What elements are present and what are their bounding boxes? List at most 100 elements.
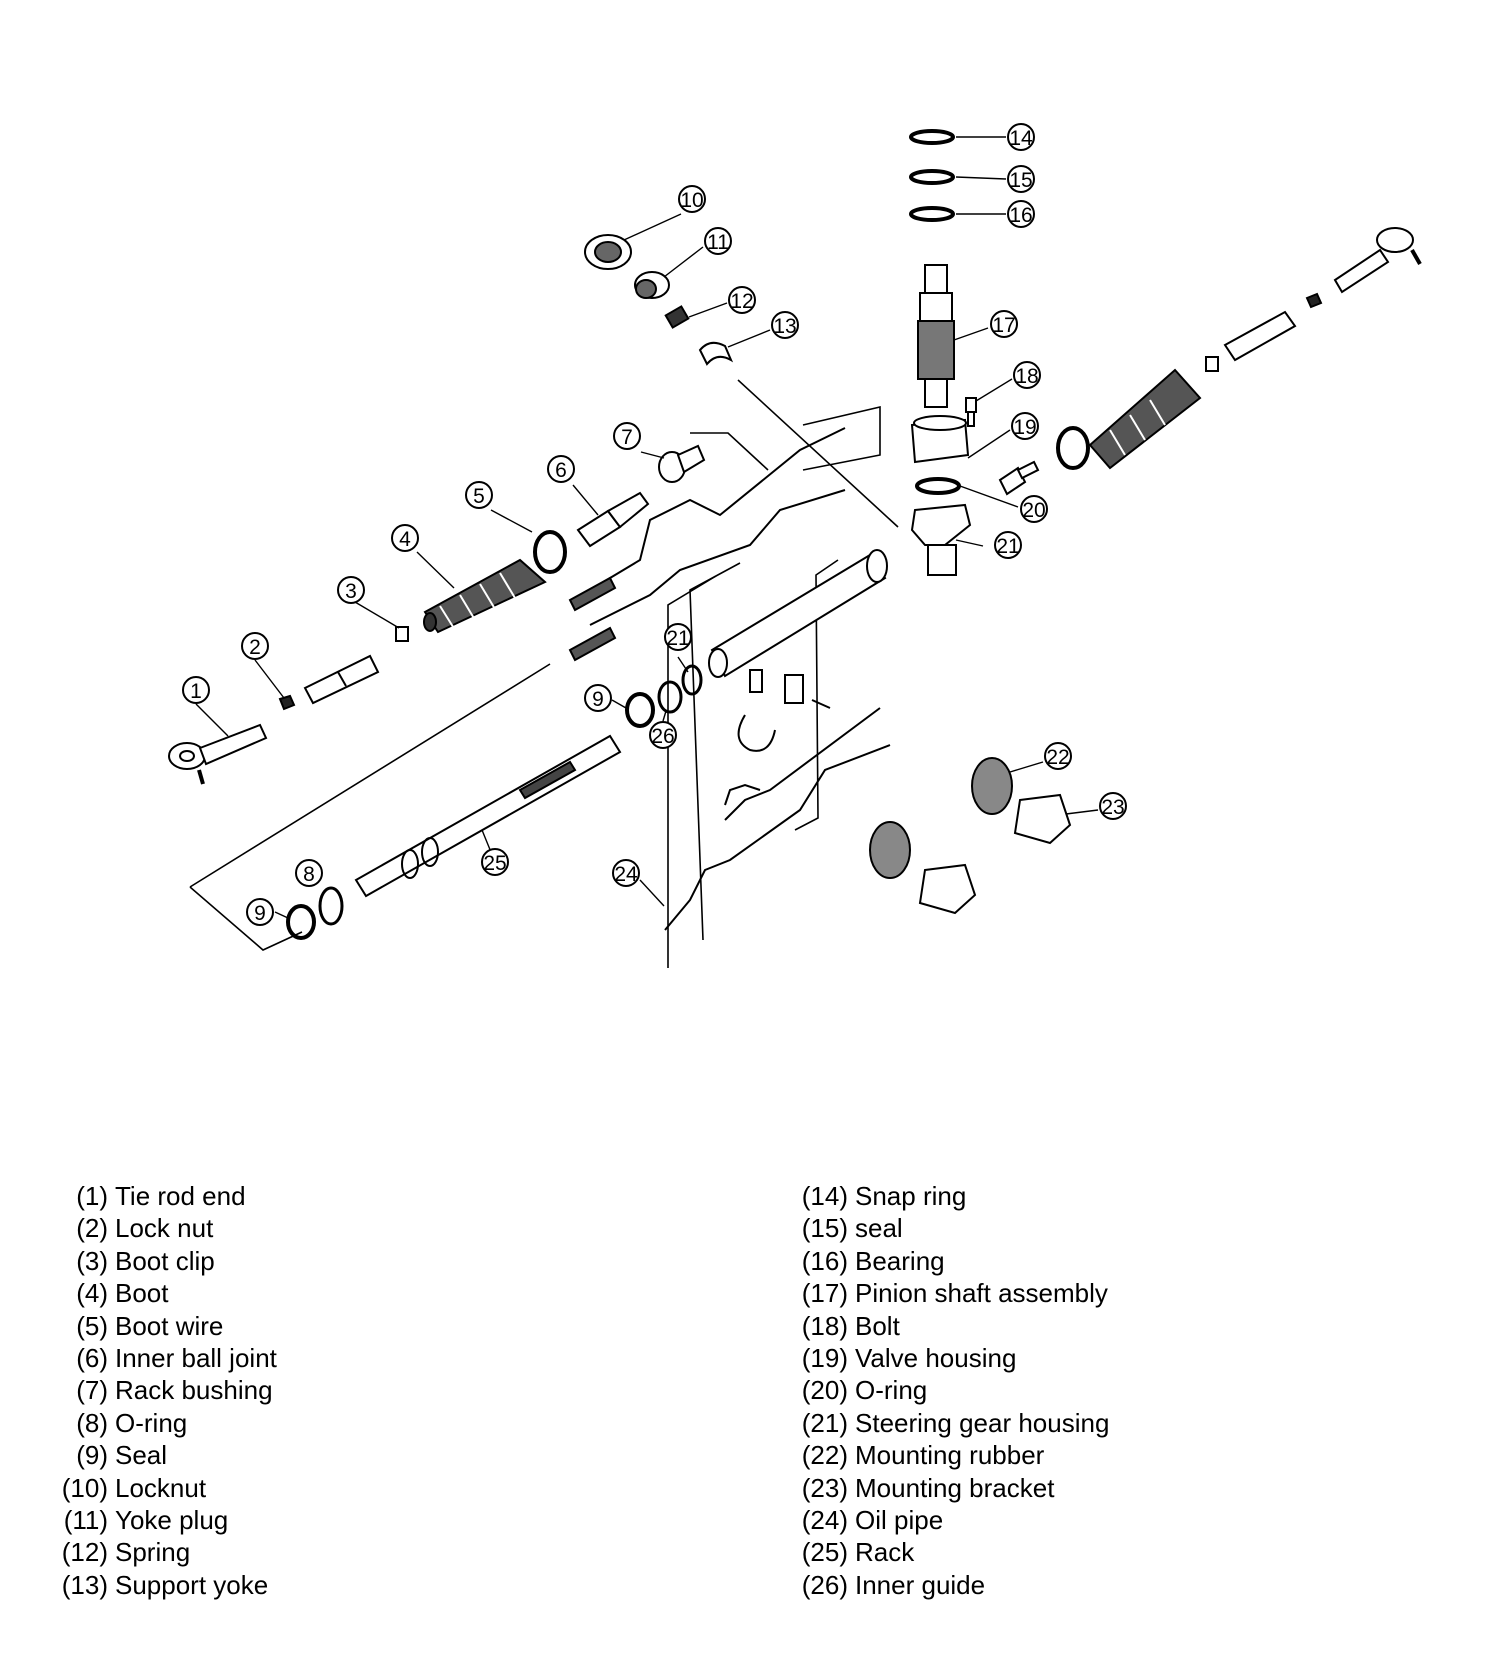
- callouts: 1 2 3 4 5 6 7 8 9 9 10 11 12 13 14 15 16…: [182, 123, 1127, 926]
- bolt: [965, 397, 977, 427]
- legend-item-2: (2)Lock nut: [76, 1213, 214, 1244]
- legend-item-13: (13)Support yoke: [61, 1569, 269, 1600]
- callout-6: 6: [547, 455, 575, 483]
- callout-18: 18: [1013, 361, 1041, 389]
- callout-19: 19: [1011, 412, 1039, 440]
- legend-item-14: (14)Snap ring: [801, 1181, 967, 1211]
- callout-4: 4: [391, 524, 419, 552]
- inner-ball-joint-right: [998, 460, 1040, 496]
- legend-item-22: (22)Mounting rubber: [801, 1440, 1045, 1471]
- callout-21-upper: 21: [994, 531, 1022, 559]
- callout-12: 12: [728, 286, 756, 314]
- legend-item-8: (8)O-ring: [76, 1407, 188, 1438]
- svg-text:13: 13: [773, 315, 796, 338]
- svg-text:22: 22: [1046, 746, 1069, 769]
- svg-text:11: 11: [707, 231, 729, 254]
- callout-22: 22: [1044, 742, 1072, 770]
- housing-o-ring: [681, 664, 703, 696]
- legend-item-12: (12)Spring: [61, 1537, 191, 1568]
- legend-item-21: (21)Steering gear housing: [801, 1407, 1110, 1438]
- oil-pipe-upper: [568, 427, 846, 662]
- callout-20: 20: [1020, 495, 1048, 523]
- callout-7: 7: [613, 422, 641, 450]
- legend-item-20: (20)O-ring: [801, 1375, 928, 1406]
- inner-ball-joint: [576, 491, 650, 548]
- legend-item-18: (18)Bolt: [801, 1310, 900, 1341]
- legend-item-24: (24)Oil pipe: [801, 1505, 944, 1536]
- svg-text:1: 1: [190, 680, 202, 703]
- guide-lines: [189, 379, 899, 968]
- callout-17: 17: [990, 310, 1018, 338]
- legend-item-10: (10)Locknut: [61, 1472, 207, 1503]
- support-yoke: [698, 341, 734, 366]
- seal-lower: [286, 904, 316, 940]
- mounting-brackets: [918, 793, 1072, 915]
- legend-item-3: (3)Boot clip: [76, 1245, 215, 1276]
- leader-lines: [195, 136, 1099, 919]
- legend-item-5: (5)Boot wire: [76, 1310, 224, 1341]
- legend-item-7: (7)Rack bushing: [76, 1375, 273, 1406]
- legend-right-column: (14)Snap ring (15)seal (16)Bearing (17)P…: [790, 1180, 1110, 1601]
- boot-clip: [395, 626, 409, 642]
- callout-8: 8: [295, 859, 323, 887]
- inner-rod-right: [1223, 310, 1297, 362]
- mounting-rubbers: [869, 757, 1013, 879]
- seal-upper: [625, 692, 655, 728]
- valve-o-ring: [915, 477, 961, 495]
- rack-bushing: [658, 444, 706, 483]
- tie-rod-end-right: [1333, 227, 1422, 294]
- svg-text:3: 3: [345, 580, 357, 603]
- svg-text:10: 10: [680, 189, 703, 212]
- legend-left-column: (1)Tie rod end (2)Lock nut (3)Boot clip …: [48, 1180, 277, 1601]
- svg-text:21: 21: [996, 535, 1019, 558]
- callout-15: 15: [1007, 165, 1035, 193]
- boot-left: [423, 558, 547, 634]
- valve-housing: [910, 415, 970, 464]
- pinion-shaft: [917, 264, 955, 408]
- svg-text:19: 19: [1013, 416, 1036, 439]
- svg-text:20: 20: [1022, 499, 1045, 522]
- steering-gear-housing: [708, 503, 972, 678]
- svg-text:23: 23: [1101, 796, 1124, 819]
- legend-item-11: (11)Yoke plug: [63, 1505, 229, 1536]
- lock-nut: [278, 694, 296, 711]
- callout-23: 23: [1099, 792, 1127, 820]
- legend-item-25: (25)Rack: [801, 1537, 915, 1568]
- svg-text:8: 8: [303, 863, 315, 886]
- tie-rod-end-left: [168, 723, 268, 785]
- oil-pipe-lower: [664, 707, 891, 931]
- locknut-yoke: [584, 234, 632, 270]
- legend-item-1: (1)Tie rod end: [76, 1181, 246, 1211]
- callout-21-lower: 21: [664, 623, 692, 651]
- svg-text:26: 26: [651, 725, 674, 748]
- legend-item-19: (19)Valve housing: [801, 1343, 1017, 1374]
- boot-clip-right: [1205, 356, 1219, 372]
- svg-text:9: 9: [592, 688, 604, 711]
- boot-wire-left: [533, 530, 567, 574]
- callout-2: 2: [241, 632, 269, 660]
- legend-item-17: (17)Pinion shaft assembly: [801, 1278, 1108, 1309]
- svg-text:9: 9: [254, 902, 266, 925]
- callout-11: 11: [704, 227, 732, 255]
- legend-item-23: (23)Mounting bracket: [801, 1472, 1055, 1503]
- svg-text:4: 4: [399, 528, 411, 551]
- callout-1: 1: [182, 676, 210, 704]
- callout-10: 10: [678, 185, 706, 213]
- svg-text:17: 17: [992, 314, 1015, 337]
- legend-item-15: (15)seal: [801, 1213, 903, 1244]
- o-ring: [318, 886, 344, 926]
- legend-item-9: (9)Seal: [76, 1440, 168, 1471]
- lock-nut-right: [1305, 292, 1323, 309]
- svg-text:5: 5: [473, 485, 485, 508]
- yoke-plug: [634, 271, 670, 299]
- rack: [354, 734, 622, 898]
- legend-item-6: (6)Inner ball joint: [76, 1343, 277, 1374]
- svg-text:2: 2: [249, 636, 261, 659]
- svg-text:25: 25: [483, 852, 506, 875]
- callout-9-upper: 9: [584, 684, 612, 712]
- callout-14: 14: [1007, 123, 1035, 151]
- legend-item-16: (16)Bearing: [801, 1245, 945, 1276]
- exploded-parts-diagram: 1 2 3 4 5 6 7 8 9 9 10 11 12 13 14 15 16…: [168, 123, 1422, 968]
- pinion-seal: [909, 169, 955, 185]
- boot-right: [1088, 368, 1202, 470]
